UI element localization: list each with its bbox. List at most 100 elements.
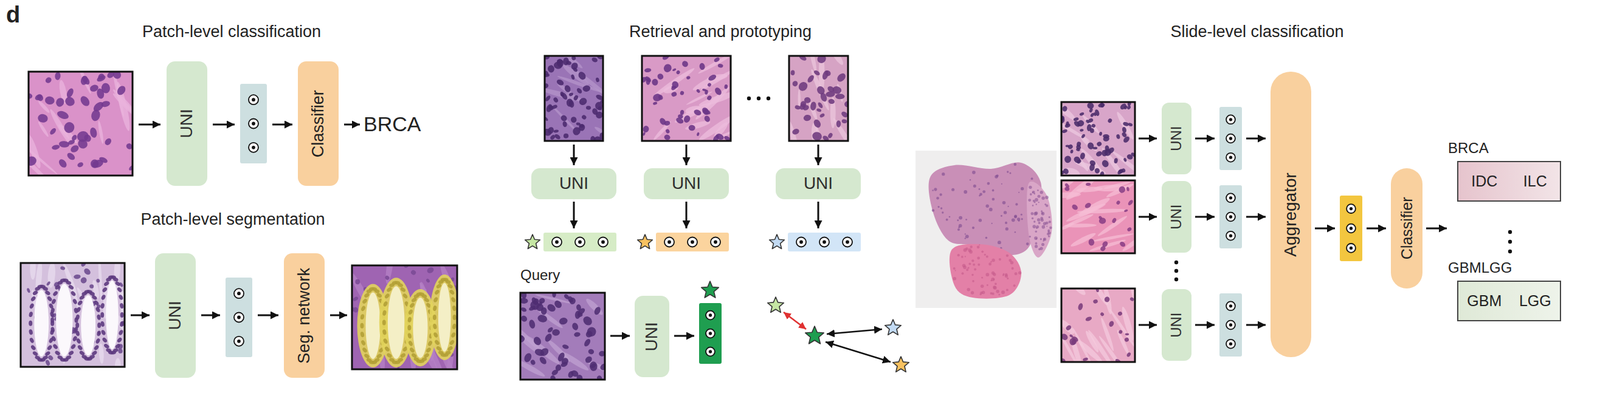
cell-nucleus xyxy=(566,98,574,107)
cell-nucleus xyxy=(575,86,583,95)
ellipsis-dot xyxy=(1508,240,1512,244)
cell-nucleus xyxy=(555,78,565,87)
feature-dot-center xyxy=(1349,207,1353,211)
tissue-section xyxy=(1026,181,1053,258)
cell-nucleus xyxy=(79,94,92,109)
cell-nucleus xyxy=(34,355,42,362)
feature-dot-center xyxy=(1229,234,1233,238)
cell-nucleus xyxy=(558,317,569,326)
prototype-star xyxy=(767,297,785,313)
tissue-speck xyxy=(1011,267,1014,270)
feature-dot xyxy=(234,313,244,323)
cell-nucleus xyxy=(575,122,581,126)
cell-nucleus xyxy=(1079,128,1084,132)
box-label: Seg. network xyxy=(295,268,314,365)
distance-arrow xyxy=(826,329,883,335)
tissue-speck xyxy=(992,198,996,202)
cell-nucleus xyxy=(44,359,52,367)
flow-arrow xyxy=(1195,216,1215,219)
cell-nucleus xyxy=(1117,311,1123,317)
cell-nucleus xyxy=(46,280,52,287)
feature-dot xyxy=(248,119,259,129)
tissue-fiber xyxy=(1110,149,1135,176)
flow-arrow xyxy=(257,314,279,317)
cell-nucleus xyxy=(593,306,602,317)
cell-nucleus xyxy=(680,59,690,69)
cell-nucleus xyxy=(1064,122,1072,129)
cell-nucleus xyxy=(713,86,723,97)
cell-nucleus xyxy=(688,125,695,132)
cell-nucleus xyxy=(381,310,387,317)
tissue-speck xyxy=(978,188,981,191)
box-label: ILC xyxy=(1523,173,1548,191)
cell-nucleus xyxy=(432,323,438,330)
cell-nucleus xyxy=(696,131,700,137)
cell-nucleus xyxy=(116,286,123,294)
cell-nucleus xyxy=(400,286,407,294)
tissue-speck xyxy=(963,248,968,253)
flow-arrow xyxy=(1426,227,1447,230)
tissue-speck xyxy=(1015,203,1018,206)
tissue-speck xyxy=(1048,216,1051,219)
tissue-speck xyxy=(931,209,935,212)
flow-arrow xyxy=(674,335,695,338)
tissue-speck xyxy=(945,218,949,222)
cell-nucleus xyxy=(571,322,580,332)
tissue-fiber xyxy=(831,116,849,142)
tissue-speck xyxy=(982,190,986,194)
cell-nucleus xyxy=(401,293,408,300)
cell-nucleus xyxy=(1079,111,1085,117)
embedding-vector xyxy=(1219,293,1242,357)
cell-nucleus xyxy=(54,71,62,81)
cell-nucleus xyxy=(112,277,120,283)
cell-nucleus xyxy=(553,61,563,70)
cell-nucleus xyxy=(89,284,95,289)
tissue-speck xyxy=(1033,212,1038,216)
cell-nucleus xyxy=(563,133,569,139)
cell-nucleus xyxy=(796,80,810,94)
cell-nucleus xyxy=(1122,157,1128,163)
tissue-tile xyxy=(351,265,458,370)
tissue-speck xyxy=(1034,201,1036,204)
cell-nucleus xyxy=(713,56,720,63)
cell-nucleus xyxy=(437,350,445,356)
tissue-fiber xyxy=(829,55,845,67)
tissue-section xyxy=(949,244,1022,300)
cell-nucleus xyxy=(587,348,595,356)
tissue-speck xyxy=(1029,193,1033,196)
cell-nucleus xyxy=(528,319,537,330)
cell-nucleus xyxy=(520,297,529,304)
cell-nucleus xyxy=(547,65,555,73)
feature-dot xyxy=(664,237,675,248)
tissue-speck xyxy=(1018,192,1020,194)
tissue-speck xyxy=(957,228,960,232)
encoder-box: UNI xyxy=(634,296,670,378)
cell-nucleus xyxy=(446,345,454,352)
tissue-speck xyxy=(969,179,971,181)
cell-nucleus xyxy=(582,84,591,93)
cell-nucleus xyxy=(594,110,604,120)
prototype-star xyxy=(525,234,541,250)
cell-nucleus xyxy=(1099,245,1107,253)
tissue-speck xyxy=(1002,201,1007,205)
tissue-tile xyxy=(544,55,604,142)
tissue-speck xyxy=(961,272,965,275)
tissue-ground xyxy=(544,55,604,142)
ellipsis-dot xyxy=(1508,230,1512,235)
tissue-speck xyxy=(1013,162,1018,166)
cell-nucleus xyxy=(641,125,650,134)
tissue-speck xyxy=(971,259,974,263)
cell-nucleus xyxy=(1072,155,1082,165)
feature-dot xyxy=(687,237,698,248)
tissue-speck xyxy=(1009,172,1011,174)
tile-border xyxy=(520,293,605,380)
tissue-speck xyxy=(1043,222,1047,226)
cell-nucleus xyxy=(556,351,566,363)
feature-dot xyxy=(1346,243,1356,253)
cell-nucleus xyxy=(91,294,98,301)
prototype-star xyxy=(769,234,785,250)
cell-nucleus xyxy=(384,345,391,353)
box-label: UNI xyxy=(803,174,833,194)
tissue-tile xyxy=(28,71,133,176)
cell-nucleus xyxy=(114,343,121,350)
